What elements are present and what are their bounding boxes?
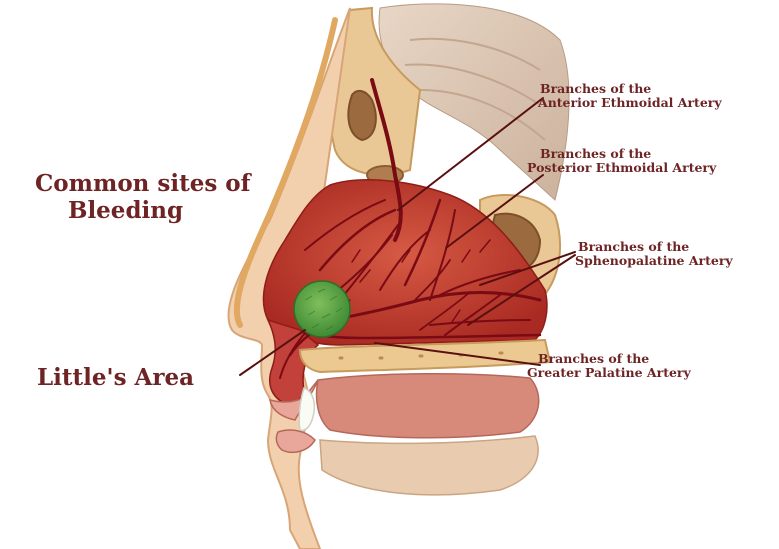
sphenopalatine-line-1: Branches of the [578,239,689,254]
anterior-ethmoidal-label: Branches of the Anterior Ethmoidal Arter… [538,82,722,110]
posterior-ethmoidal-line-2: Posterior Ethmoidal Artery [527,161,716,175]
lower-lip [276,430,315,452]
littles-area-spot [294,281,350,337]
tongue [317,374,539,438]
littles-area-text: Little's Area [37,364,194,391]
anterior-ethmoidal-line-2: Anterior Ethmoidal Artery [538,96,722,110]
sphenopalatine-line-2: Sphenopalatine Artery [575,254,733,268]
incisor-tooth [299,388,314,430]
common-sites-line-1: Common sites of [35,170,251,197]
common-sites-label: Common sites of Bleeding [35,170,251,224]
mandible [320,436,538,495]
littles-area-label: Little's Area [37,364,194,391]
greater-palatine-line-2: Greater Palatine Artery [527,366,691,380]
common-sites-line-2: Bleeding [68,197,183,224]
posterior-ethmoidal-label: Branches of the Posterior Ethmoidal Arte… [527,147,716,175]
sphenopalatine-label: Branches of the Sphenopalatine Artery [575,240,733,268]
greater-palatine-line-1: Branches of the [538,351,649,366]
frontal-sinus [348,91,375,140]
posterior-ethmoidal-line-1: Branches of the [540,146,651,161]
greater-palatine-label: Branches of the Greater Palatine Artery [527,352,691,380]
anterior-ethmoidal-line-1: Branches of the [540,81,651,96]
